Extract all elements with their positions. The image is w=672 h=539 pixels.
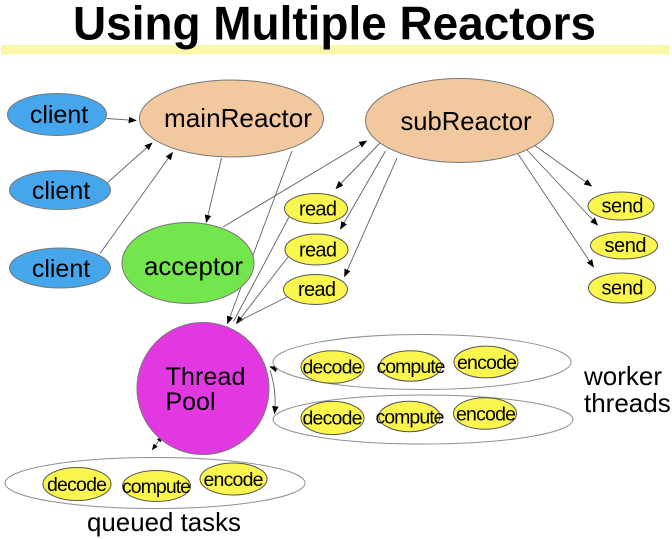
svg-text:send: send bbox=[602, 196, 644, 218]
svg-text:acceptor: acceptor bbox=[144, 251, 243, 281]
svg-text:decode: decode bbox=[303, 357, 363, 379]
svg-text:client: client bbox=[30, 101, 88, 129]
svg-text:encode: encode bbox=[457, 352, 517, 374]
svg-text:send: send bbox=[602, 278, 644, 300]
svg-text:worker: worker bbox=[583, 361, 662, 391]
svg-text:read: read bbox=[299, 240, 337, 262]
svg-text:compute: compute bbox=[122, 476, 191, 498]
svg-text:encode: encode bbox=[204, 469, 264, 491]
svg-text:read: read bbox=[299, 199, 337, 221]
svg-text:compute: compute bbox=[376, 407, 445, 429]
svg-text:threads: threads bbox=[584, 388, 671, 418]
svg-text:subReactor: subReactor bbox=[401, 106, 532, 136]
svg-text:compute: compute bbox=[377, 356, 446, 378]
svg-text:queued tasks: queued tasks bbox=[87, 507, 241, 537]
svg-text:send: send bbox=[605, 235, 647, 257]
svg-text:encode: encode bbox=[456, 404, 516, 426]
svg-text:client: client bbox=[32, 177, 90, 205]
svg-text:decode: decode bbox=[303, 408, 363, 430]
svg-text:Pool: Pool bbox=[166, 388, 216, 416]
svg-text:decode: decode bbox=[47, 474, 107, 496]
svg-text:mainReactor: mainReactor bbox=[164, 103, 312, 133]
svg-text:Thread: Thread bbox=[166, 363, 246, 391]
svg-text:Using Multiple Reactors: Using Multiple Reactors bbox=[73, 0, 596, 51]
svg-text:client: client bbox=[32, 255, 90, 283]
svg-text:read: read bbox=[298, 279, 336, 301]
